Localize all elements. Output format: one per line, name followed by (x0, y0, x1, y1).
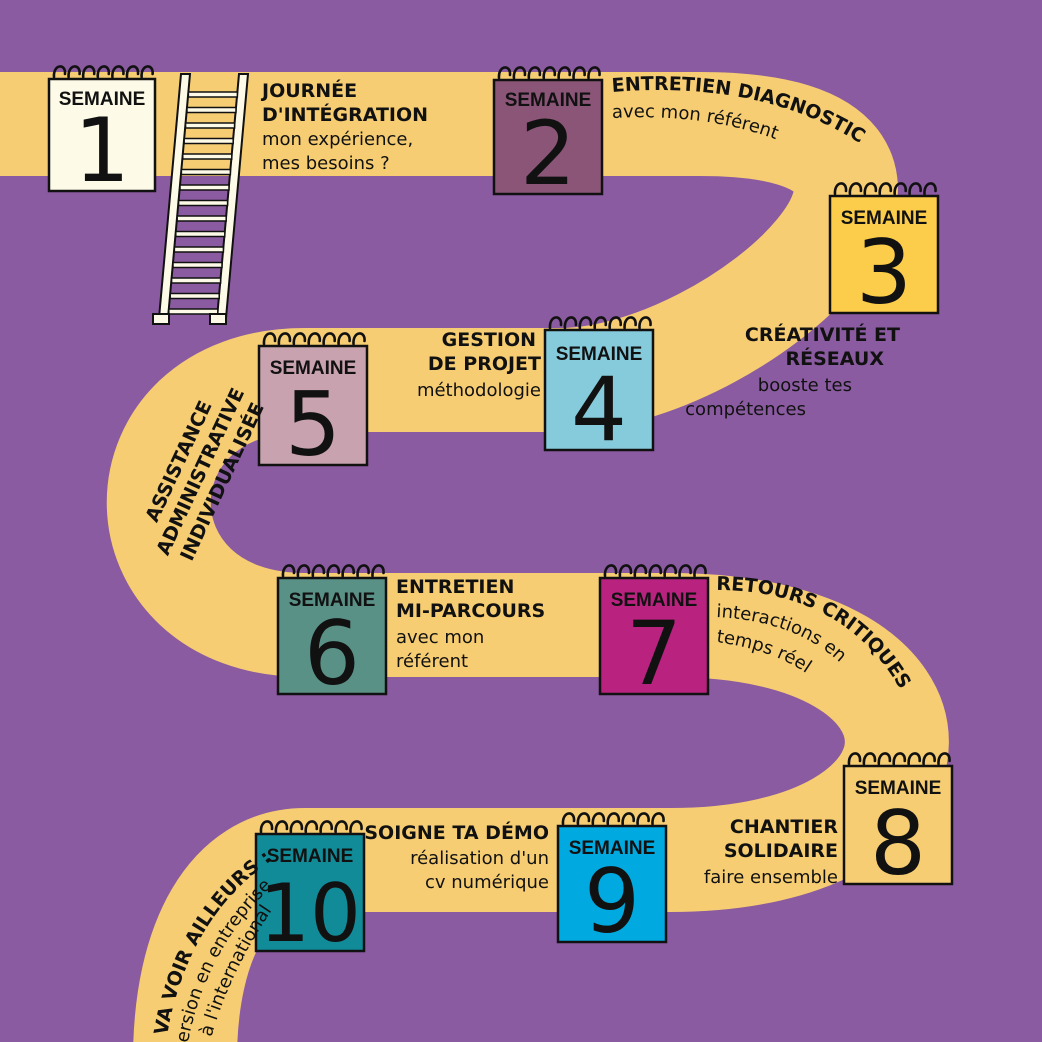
ladder-rung (176, 215, 227, 222)
ladder-rung (175, 230, 226, 238)
calendar-week-number: 8 (870, 792, 926, 895)
caption-week-3-detail-line-1: booste tes (758, 375, 852, 396)
binding-rings-icon (262, 332, 366, 346)
caption-week-4: GESTION DE PROJET méthodologie (417, 329, 541, 401)
calendar-week-label: SEMAINE (611, 590, 698, 611)
ladder-rung (170, 277, 222, 284)
caption-week-6-detail-line-1: avec mon (396, 627, 484, 648)
caption-week-1-title-line-1: JOURNÉE (260, 79, 357, 102)
caption-week-6: ENTRETIEN MI-PARCOURS avec mon référent (396, 576, 545, 672)
ladder-illustration (152, 73, 250, 325)
calendar-week-label: SEMAINE (289, 590, 376, 611)
caption-week-3-title-line-2: RÉSEAUX (786, 347, 885, 370)
ladder-rung (180, 168, 232, 176)
calendar-week-label: SEMAINE (270, 358, 357, 379)
caption-week-6-title-line-2: MI-PARCOURS (396, 600, 545, 622)
calendar-week-label: SEMAINE (855, 778, 942, 799)
binding-rings-icon (603, 564, 707, 578)
calendar-page (543, 328, 655, 452)
binding-rings-icon (259, 820, 363, 834)
calendar-page (556, 824, 668, 944)
ladder-rung (182, 153, 233, 160)
caption-week-8: CHANTIER SOLIDAIRE faire ensemble (704, 816, 839, 888)
calendar-page (492, 78, 604, 196)
calendar-week-number: 5 (285, 373, 341, 476)
calendar-page (257, 344, 369, 467)
caption-week-9: SOIGNE TA DÉMO réalisation d'un cv numér… (364, 821, 549, 893)
caption-week-9-detail-line-1: réalisation d'un (410, 848, 549, 869)
calendar-week-label: SEMAINE (569, 838, 656, 859)
calendar-page (254, 832, 366, 953)
caption-week-3: CRÉATIVITÉ ET RÉSEAUX booste tes compéte… (685, 323, 900, 420)
caption-week-1-detail-line-2: mes besoins ? (262, 153, 390, 174)
caption-week-4-title-line-1: GESTION (442, 329, 536, 351)
ladder-rung (173, 246, 225, 253)
binding-rings-icon (561, 812, 665, 826)
calendar-week-number: 6 (304, 602, 360, 705)
ladder-rung (179, 184, 230, 191)
binding-rings-icon (281, 564, 385, 578)
caption-week-3-title-line-1: CRÉATIVITÉ ET (745, 323, 900, 346)
calendar-week-number: 10 (259, 867, 361, 960)
calendar-week-label: SEMAINE (841, 208, 928, 229)
caption-week-9-title: SOIGNE TA DÉMO (364, 821, 549, 844)
calendar-week-number: 7 (626, 602, 682, 705)
ladder-rung (186, 106, 237, 114)
calendar-week-number: 3 (856, 221, 912, 324)
ladder-rung (169, 292, 220, 300)
caption-week-9-detail-line-2: cv numérique (425, 872, 549, 893)
calendar-page (842, 764, 954, 886)
caption-week-3-detail-line-2: compétences (685, 399, 806, 420)
calendar-week-number: 4 (571, 358, 627, 461)
caption-week-1-detail-line-1: mon expérience, (262, 129, 413, 150)
caption-week-8-title-line-2: SOLIDAIRE (724, 840, 838, 862)
calendar-week-label: SEMAINE (505, 90, 592, 111)
caption-week-6-detail-line-2: référent (396, 651, 468, 672)
calendar-page (47, 77, 157, 193)
caption-week-4-detail: méthodologie (417, 380, 541, 401)
calendar-week-label: SEMAINE (267, 846, 354, 867)
caption-week-6-title-line-1: ENTRETIEN (396, 576, 514, 598)
caption-week-1-title-line-2: D'INTÉGRATION (262, 103, 428, 126)
calendar-page (828, 194, 940, 315)
ladder-rung (184, 122, 236, 129)
binding-rings-icon (497, 66, 601, 80)
calendar-week-number: 1 (74, 99, 130, 202)
ladder-rung (187, 91, 239, 98)
calendar-page (276, 576, 388, 696)
caption-week-8-title-line-1: CHANTIER (730, 816, 838, 838)
ladder-rung (172, 261, 223, 269)
calendar-week-number: 9 (584, 850, 640, 953)
binding-rings-icon (52, 65, 154, 79)
ladder-rung (183, 137, 234, 145)
ladder-rung (177, 199, 229, 207)
binding-rings-icon (833, 182, 937, 196)
caption-week-8-detail: faire ensemble (704, 867, 838, 888)
calendar-page (598, 576, 710, 696)
ladder-rungs (168, 91, 239, 315)
binding-rings-icon (847, 752, 951, 766)
caption-week-4-title-line-2: DE PROJET (428, 353, 541, 375)
calendar-week-label: SEMAINE (59, 89, 146, 110)
calendar-week-number: 2 (520, 102, 576, 205)
calendar-week-label: SEMAINE (556, 344, 643, 365)
caption-week-1: JOURNÉE D'INTÉGRATION mon expérience, me… (260, 79, 428, 174)
ladder-rung (168, 308, 219, 315)
binding-rings-icon (548, 316, 652, 330)
